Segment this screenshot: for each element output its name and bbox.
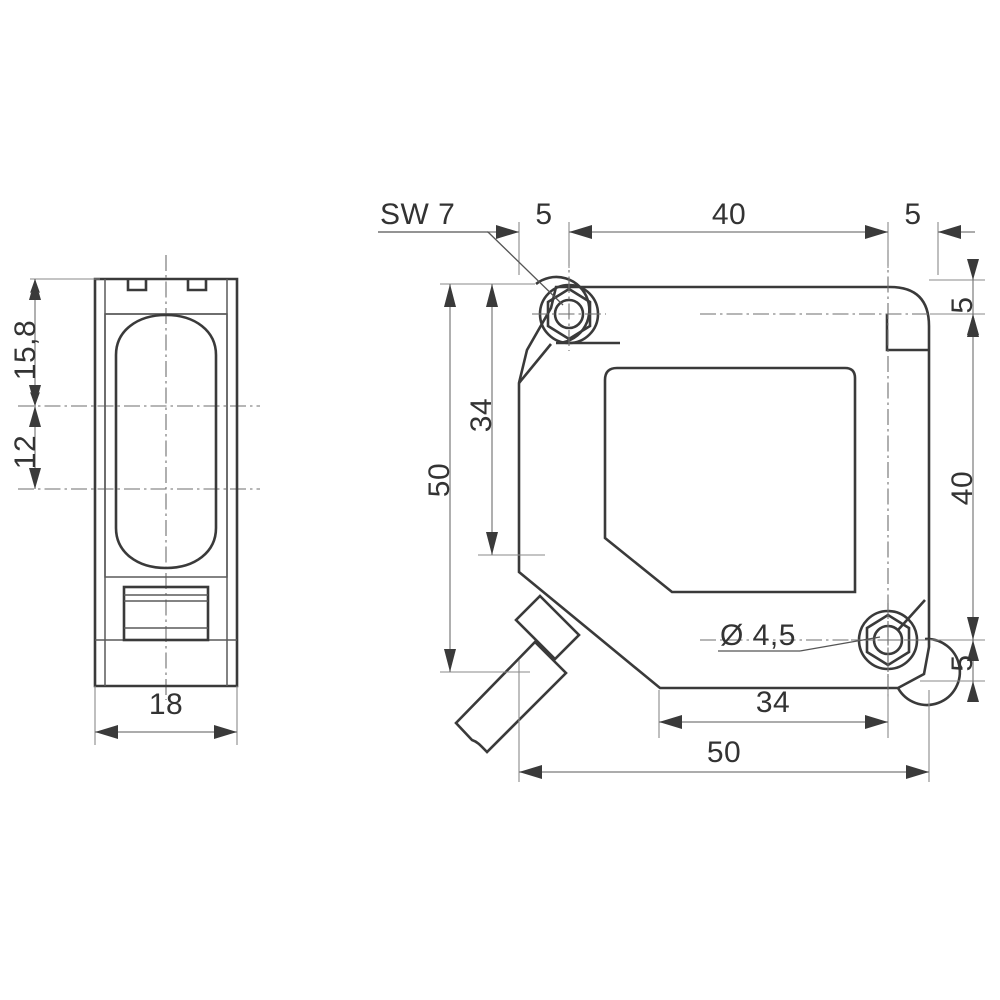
arrowhead-top-40-right [865, 225, 888, 239]
dim-label-right-40: 40 [946, 471, 979, 505]
arrowhead-right-5-top [967, 259, 979, 280]
arrowhead-top-40-left [569, 225, 592, 239]
dim-label-top-5-right: 5 [904, 198, 921, 231]
dim-label-right-5-top: 5 [946, 296, 979, 313]
arrowhead-bottom-50-left [519, 765, 542, 779]
dim-label-right-5-bot: 5 [946, 654, 979, 671]
front-view-window-recess [603, 366, 857, 594]
annotation-dia-4-5: Ø 4,5 [720, 619, 796, 652]
arrowhead-15-8-top [29, 279, 41, 300]
dim-label-left-34: 34 [465, 398, 498, 432]
sw7-leader-line [487, 231, 564, 306]
upper-hex-bore [553, 298, 585, 330]
cable-gland-block [514, 594, 581, 661]
arrowhead-right-5-bot-b [967, 681, 979, 702]
dim-label-top-5-left: 5 [535, 198, 552, 231]
side-view-lens-capsule [114, 313, 218, 570]
front-view-group: 5 40 5 SW 7 50 [378, 198, 985, 782]
arrowhead-right-40-bottom [967, 617, 979, 640]
dim-label-bottom-34: 34 [756, 686, 790, 719]
arrowhead-12-top [29, 406, 41, 427]
dim-label-top-40: 40 [712, 198, 746, 231]
dim-label-bottom-50: 50 [707, 736, 741, 769]
dim-label-12: 12 [9, 435, 42, 469]
side-view-group: 15,8 12 18 [9, 255, 260, 745]
arrowhead-top-5-left [496, 225, 519, 239]
dia45-leader-line [799, 636, 881, 652]
side-view-top-notch-left [126, 279, 148, 292]
arrowhead-15-8-bottom [29, 385, 41, 406]
front-view-lower-boss-lobe [896, 637, 962, 707]
arrowhead-right-40-top [967, 314, 979, 337]
arrowhead-left-34-top [486, 284, 498, 307]
arrowhead-12-bottom [29, 468, 41, 489]
arrowhead-left-50-top [444, 284, 456, 307]
arrowhead-left-50-bottom [444, 649, 456, 672]
dim-label-18: 18 [149, 688, 183, 721]
arrowhead-bottom-34-right [865, 715, 888, 729]
arrowhead-right-5-bot-a [967, 640, 979, 661]
dim-label-15-8: 15,8 [9, 320, 42, 380]
dim-label-left-50: 50 [423, 463, 456, 497]
side-view-connector-block [122, 585, 210, 642]
arrowhead-left-34-bottom [486, 532, 498, 555]
arrowhead-bottom-34-left [659, 715, 682, 729]
arrowhead-bottom-50-right [906, 765, 929, 779]
side-view-top-notch-right [186, 279, 208, 292]
annotation-sw7: SW 7 [380, 198, 455, 231]
front-view-body-outline [517, 285, 931, 690]
front-view-upper-left-chamfer [517, 343, 553, 384]
arrowhead-top-5-right [938, 225, 961, 239]
arrowhead-18-right [214, 725, 237, 739]
front-view-right-step [885, 314, 929, 352]
arrowhead-18-left [95, 725, 118, 739]
cable-lead [454, 640, 568, 754]
